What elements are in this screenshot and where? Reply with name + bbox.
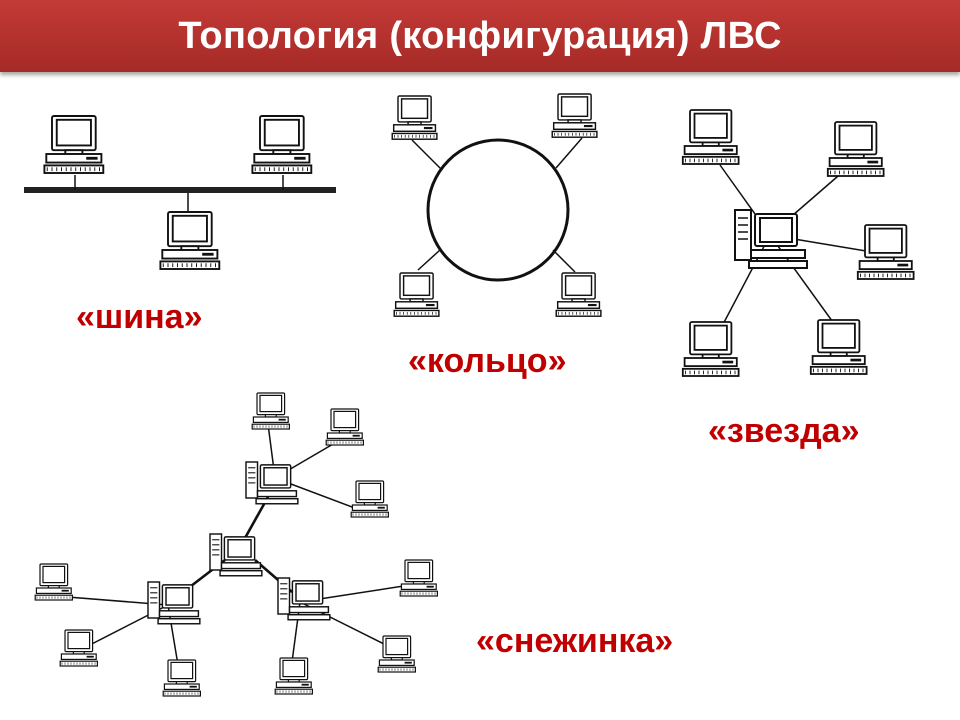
network-cable — [555, 137, 583, 169]
desktop-computer-icon — [325, 408, 365, 446]
network-cable — [552, 249, 576, 273]
ring-caption: «кольцо» — [408, 342, 567, 380]
server-computer-icon — [245, 461, 299, 505]
desktop-computer-icon — [391, 95, 438, 140]
bus-caption: «шина» — [76, 298, 203, 336]
server-computer-icon — [209, 533, 263, 577]
ring-cable — [426, 138, 570, 282]
star-caption: «звезда» — [708, 412, 860, 450]
network-cable — [769, 234, 836, 326]
desktop-computer-icon — [551, 93, 598, 138]
title-bar: Топология (конфигурация) ЛВС — [0, 0, 960, 72]
desktop-computer-icon — [34, 563, 74, 601]
bus-topology — [24, 115, 336, 270]
desktop-computer-icon — [826, 121, 885, 177]
ring-topology — [391, 93, 602, 317]
desktop-computer-icon — [681, 109, 740, 165]
desktop-computer-icon — [59, 629, 99, 667]
server-computer-icon — [147, 581, 201, 625]
desktop-computer-icon — [43, 115, 105, 174]
snowflake-topology — [34, 392, 439, 697]
desktop-computer-icon — [350, 480, 390, 518]
desktop-computer-icon — [159, 211, 221, 270]
desktop-computer-icon — [555, 272, 602, 317]
network-cable — [411, 139, 443, 171]
snowflake-caption: «снежинка» — [476, 622, 674, 660]
desktop-computer-icon — [809, 319, 868, 375]
desktop-computer-icon — [377, 635, 417, 673]
desktop-computer-icon — [681, 321, 740, 377]
desktop-computer-icon — [856, 224, 915, 280]
desktop-computer-icon — [274, 657, 314, 695]
page-title: Топология (конфигурация) ЛВС — [178, 14, 782, 57]
network-cable — [417, 249, 441, 271]
star-topology — [681, 109, 915, 377]
desktop-computer-icon — [393, 272, 440, 317]
server-computer-icon — [277, 577, 331, 621]
desktop-computer-icon — [251, 392, 291, 430]
server-computer-icon — [734, 209, 808, 269]
desktop-computer-icon — [251, 115, 313, 174]
bus-backbone-cable — [24, 187, 336, 193]
desktop-computer-icon — [162, 659, 202, 697]
desktop-computer-icon — [399, 559, 439, 597]
